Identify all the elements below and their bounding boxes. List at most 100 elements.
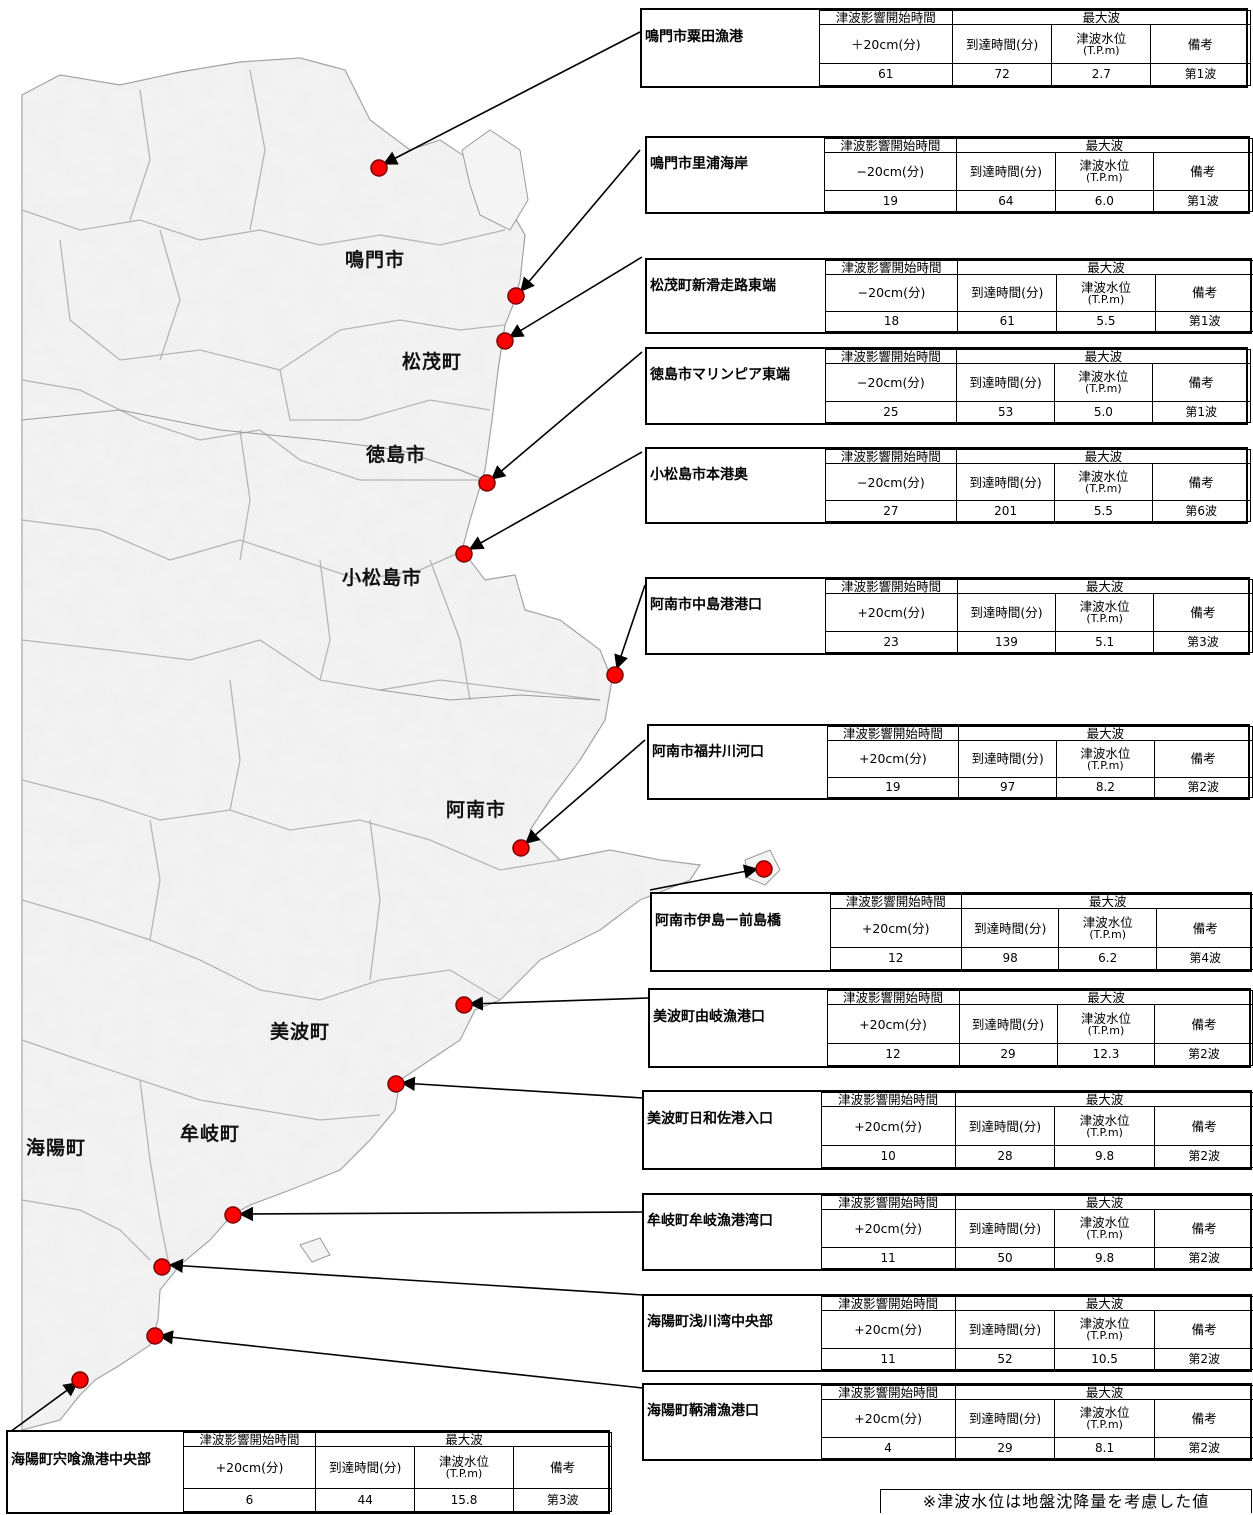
station-marker xyxy=(512,839,530,857)
station-name: 牟岐町牟岐漁港湾口 xyxy=(644,1195,822,1248)
city-label: 美波町 xyxy=(270,1021,331,1043)
level-header: 津波水位(T.P.m) xyxy=(1055,593,1155,633)
remarks-value: 第2波 xyxy=(1153,1247,1253,1269)
remarks-header: 備考 xyxy=(1151,363,1251,403)
land-area xyxy=(21,57,781,1431)
level-value: 2.7 xyxy=(1051,63,1152,86)
remarks-header: 備考 xyxy=(512,1446,613,1489)
onset-label: −20cm(分) xyxy=(824,363,958,403)
level-header: 津波水位(T.P.m) xyxy=(1056,740,1155,778)
station-marker xyxy=(146,1327,164,1345)
max-wave-header: 最大波 xyxy=(958,989,1253,1006)
onset-header: 津波影響開始時間 xyxy=(824,448,958,465)
max-wave-header: 最大波 xyxy=(958,725,1253,742)
arrival-value: 61 xyxy=(957,310,1058,333)
station-marker xyxy=(153,1258,171,1276)
arrival-value: 201 xyxy=(956,500,1055,522)
connector-arrows xyxy=(9,31,759,1433)
arrival-value: 53 xyxy=(956,401,1055,423)
onset-label: +20cm(分) xyxy=(820,1209,956,1249)
onset-value: 11 xyxy=(820,1348,956,1370)
station-marker xyxy=(387,1075,405,1093)
arrival-value: 50 xyxy=(954,1247,1056,1269)
station-name: 海陽町宍喰漁港中央部 xyxy=(8,1432,184,1489)
level-header: 津波水位(T.P.m) xyxy=(1051,24,1152,65)
onset-value: 12 xyxy=(826,1043,960,1066)
arrival-header: 到達時間(分) xyxy=(954,1209,1056,1249)
arrival-value: 29 xyxy=(954,1437,1056,1459)
city-label: 海陽町 xyxy=(26,1137,87,1159)
station-name: 徳島市マリンピア東端 xyxy=(647,349,826,402)
level-header: 津波水位(T.P.m) xyxy=(414,1446,514,1489)
onset-value: 12 xyxy=(829,947,962,970)
station-marker xyxy=(755,860,773,878)
station-marker xyxy=(606,666,624,684)
onset-header: 津波影響開始時間 xyxy=(820,1194,956,1211)
level-header: 津波水位(T.P.m) xyxy=(1056,1004,1156,1045)
onset-label: +20cm(分) xyxy=(826,740,960,778)
level-value: 10.5 xyxy=(1054,1348,1155,1370)
station-table: 阿南市福井川河口津波影響開始時間最大波+20cm(分)到達時間(分)津波水位(T… xyxy=(647,724,1253,800)
city-label: 松茂町 xyxy=(402,351,463,373)
onset-value: 25 xyxy=(824,401,958,423)
remarks-value: 第2波 xyxy=(1153,1348,1253,1370)
remarks-value: 第4波 xyxy=(1155,947,1253,970)
onset-header: 津波影響開始時間 xyxy=(820,1295,956,1312)
level-value: 5.0 xyxy=(1054,401,1153,423)
level-header: 津波水位(T.P.m) xyxy=(1054,363,1153,403)
remarks-value: 第2波 xyxy=(1153,1437,1253,1459)
onset-label: −20cm(分) xyxy=(824,463,958,502)
remarks-header: 備考 xyxy=(1153,593,1253,633)
level-value: 12.3 xyxy=(1056,1043,1156,1066)
arrival-value: 64 xyxy=(956,190,1056,212)
station-name: 小松島市本港奥 xyxy=(647,449,826,501)
remarks-header: 備考 xyxy=(1153,1399,1253,1439)
station-table: 小松島市本港奥津波影響開始時間最大波−20cm(分)到達時間(分)津波水位(T.… xyxy=(645,447,1251,524)
onset-value: 19 xyxy=(826,776,960,799)
onset-label: +20cm(分) xyxy=(182,1446,317,1489)
level-header: 津波水位(T.P.m) xyxy=(1058,908,1157,949)
onset-label: +20cm(分) xyxy=(824,593,958,633)
onset-header: 津波影響開始時間 xyxy=(820,1384,956,1401)
arrival-header: 到達時間(分) xyxy=(957,274,1058,312)
remarks-value: 第6波 xyxy=(1151,500,1251,522)
station-markers xyxy=(71,159,773,1389)
max-wave-header: 最大波 xyxy=(954,1194,1253,1211)
remarks-value: 第1波 xyxy=(1154,310,1253,333)
onset-label: +20cm(分) xyxy=(820,1106,956,1147)
level-value: 9.8 xyxy=(1054,1145,1155,1168)
arrival-header: 到達時間(分) xyxy=(952,24,1053,65)
level-value: 5.5 xyxy=(1056,310,1156,333)
remarks-header: 備考 xyxy=(1150,24,1251,65)
rivers xyxy=(21,409,601,701)
station-table: 鳴門市里浦海岸津波影響開始時間最大波−20cm(分)到達時間(分)津波水位(T.… xyxy=(645,136,1253,214)
remarks-header: 備考 xyxy=(1151,463,1251,502)
arrival-value: 98 xyxy=(960,947,1060,970)
station-name: 阿南市伊島ー前島橋 xyxy=(652,894,831,948)
station-name: 海陽町鞆浦漁港口 xyxy=(644,1385,822,1438)
max-wave-header: 最大波 xyxy=(954,1384,1253,1401)
station-name: 鳴門市粟田漁港 xyxy=(642,10,820,64)
remarks-header: 備考 xyxy=(1153,1310,1253,1350)
arrival-header: 到達時間(分) xyxy=(958,740,1057,778)
onset-header: 津波影響開始時間 xyxy=(823,137,958,154)
level-value: 8.2 xyxy=(1056,776,1155,799)
level-value: 6.2 xyxy=(1058,947,1157,970)
max-wave-header: 最大波 xyxy=(956,448,1251,465)
station-marker xyxy=(224,1206,242,1224)
max-wave-header: 最大波 xyxy=(960,893,1253,910)
remarks-value: 第2波 xyxy=(1153,1145,1253,1168)
onset-header: 津波影響開始時間 xyxy=(826,725,960,742)
station-table: 美波町由岐漁港口津波影響開始時間最大波+20cm(分)到達時間(分)津波水位(T… xyxy=(648,988,1253,1068)
level-header: 津波水位(T.P.m) xyxy=(1054,1106,1155,1147)
station-name: 阿南市福井川河口 xyxy=(649,726,828,778)
arrival-header: 到達時間(分) xyxy=(958,1004,1058,1045)
remarks-header: 備考 xyxy=(1153,152,1253,192)
station-table: 海陽町浅川湾中央部津波影響開始時間最大波+20cm(分)到達時間(分)津波水位(… xyxy=(642,1294,1253,1372)
station-name: 美波町由岐漁港口 xyxy=(650,990,828,1044)
station-marker xyxy=(455,996,473,1014)
max-wave-header: 最大波 xyxy=(956,578,1253,595)
arrival-header: 到達時間(分) xyxy=(954,1106,1056,1147)
onset-value: 23 xyxy=(824,631,958,653)
